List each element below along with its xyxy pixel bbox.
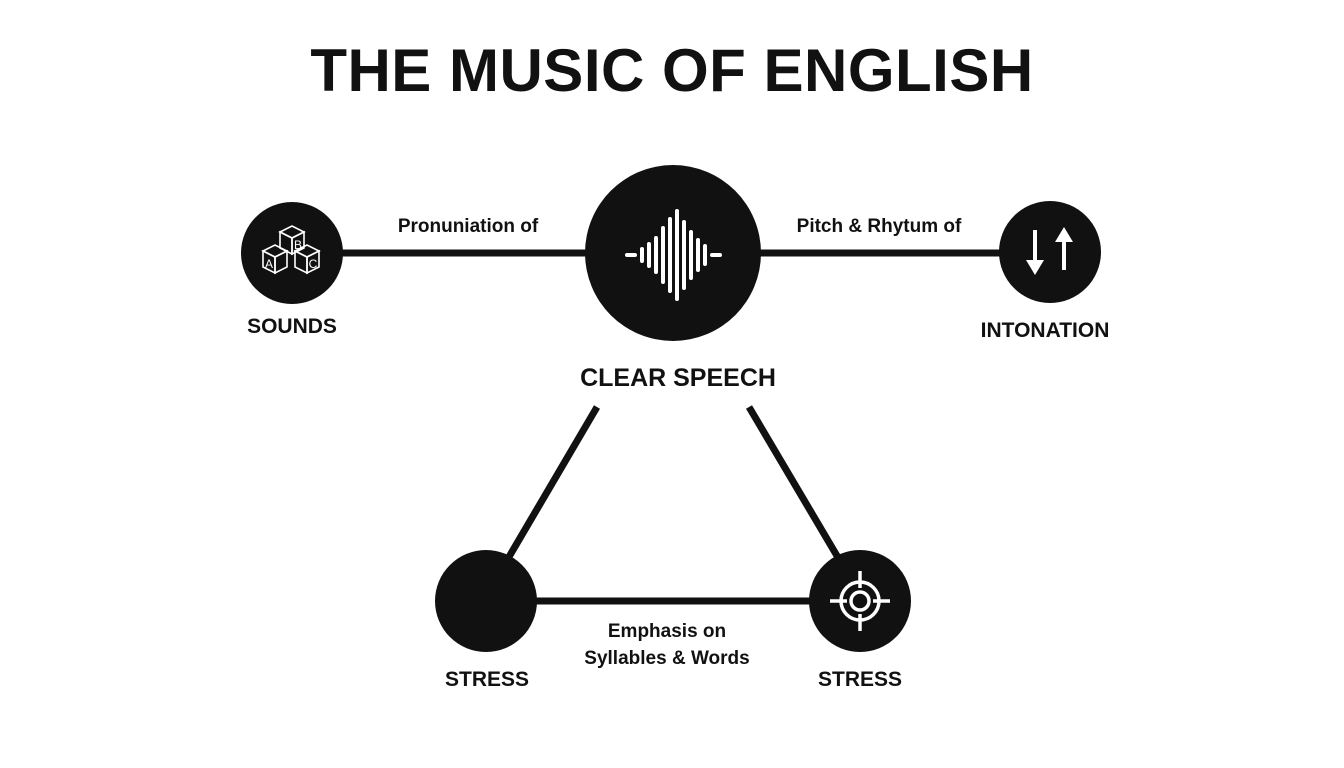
edge-label-sounds-speech: Pronuniation of [397, 216, 539, 237]
node-label-stress-right: STRESS [817, 668, 903, 691]
diagram-title: THE MUSIC OF ENGLISH [310, 37, 1034, 104]
node-sounds: B A C [241, 202, 343, 304]
node-label-intonation: INTONATION [980, 319, 1110, 342]
sound-wave-icon [625, 209, 722, 301]
edge-line-speech-stress-left [502, 405, 601, 564]
node-stress-right [809, 550, 911, 652]
target-crosshair-icon [830, 571, 890, 631]
edge-line-speech-stress-right [745, 405, 847, 568]
up-down-arrows-icon [1026, 227, 1073, 275]
node-intonation [999, 201, 1101, 303]
edge-label-stress-stress-line1: Emphasis on [607, 621, 727, 642]
block-letter-a: A [265, 257, 273, 271]
block-letter-c: C [309, 257, 318, 271]
node-label-stress-left: STRESS [444, 668, 530, 691]
node-label-clear-speech: CLEAR SPEECH [580, 364, 776, 392]
node-label-sounds: SOUNDS [247, 315, 337, 338]
node-stress-left [435, 550, 537, 652]
node-clear-speech [585, 165, 761, 341]
edge-label-stress-stress-line2: Syllables & Words [584, 648, 750, 669]
edge-label-speech-intonation: Pitch & Rhytum of [796, 216, 962, 237]
abc-blocks-icon: B A C [261, 225, 321, 275]
block-letter-b: B [294, 238, 302, 252]
